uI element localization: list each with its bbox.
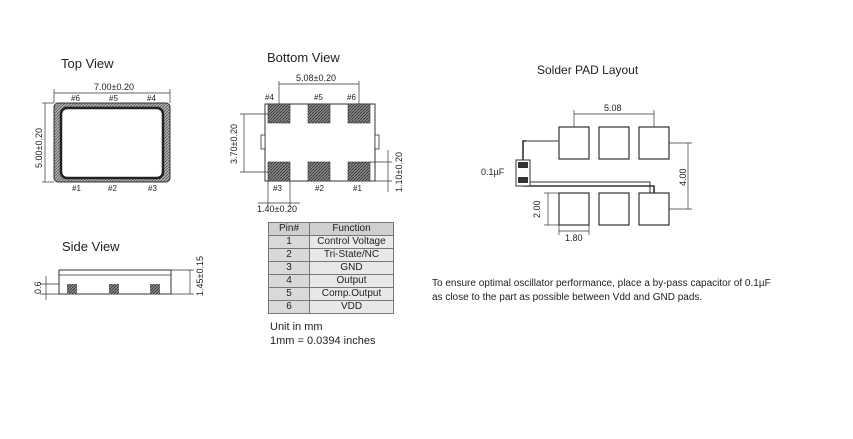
table-row: 2 Tri-State/NC (268, 248, 394, 262)
solder-pad-height-dim: 4.00 (678, 168, 688, 186)
table-header-pin: Pin# (268, 222, 310, 236)
side-view-package (40, 269, 194, 300)
bottom-view-pad-width-dim: 1.40±0.20 (257, 204, 297, 214)
top-view-pin-2: #2 (108, 184, 117, 193)
top-view-pin-6: #6 (71, 94, 80, 103)
solder-pad-title: Solder PAD Layout (537, 63, 639, 77)
side-view-height-dim: 1.45±0.15 (195, 256, 205, 296)
side-view-pad-dim: 0.6 (33, 281, 43, 294)
side-view-title: Side View (62, 239, 120, 254)
pin-number: 6 (268, 300, 310, 314)
pin-number: 2 (268, 248, 310, 262)
pin-function-table: Pin# Function 1 Control Voltage 2 Tri-St… (268, 222, 394, 314)
solder-pad-pad-dim: 1.80 (565, 233, 583, 243)
top-view-pin-4: #4 (147, 94, 156, 103)
table-row: 1 Control Voltage (268, 235, 394, 249)
table-header-function: Function (309, 222, 394, 236)
table-row: 6 VDD (268, 300, 394, 314)
top-view-title: Top View (61, 56, 114, 71)
pin-number: 5 (268, 287, 310, 301)
bottom-view-pin-1: #1 (353, 184, 362, 193)
table-header-row: Pin# Function (268, 222, 394, 236)
pin-function: Tri-State/NC (309, 248, 394, 262)
bottom-view-pin-6: #6 (347, 93, 356, 102)
pin-number: 1 (268, 235, 310, 249)
pin-function: Output (309, 274, 394, 288)
top-view-package (42, 89, 171, 183)
bottom-view-pad-height-dim: 1.10±0.20 (394, 152, 404, 192)
bottom-view-title: Bottom View (267, 50, 340, 65)
table-row: 5 Comp.Output (268, 287, 394, 301)
bottom-view-pin-5: #5 (314, 93, 323, 102)
pin-function: Comp.Output (309, 287, 394, 301)
top-view-pin-5: #5 (109, 94, 118, 103)
table-row: 3 GND (268, 261, 394, 275)
bypass-note-line-2: as close to the part as possible between… (432, 292, 703, 303)
solder-pad-layout (515, 110, 692, 235)
units-line-2: 1mm = 0.0394 inches (270, 335, 376, 347)
pin-number: 3 (268, 261, 310, 275)
bottom-view-pitch-dim: 5.08±0.20 (296, 73, 336, 83)
bottom-view-pin-4: #4 (265, 93, 274, 102)
bottom-view-pin-3: #3 (273, 184, 282, 193)
top-view-height-dim: 5.00±0.20 (34, 128, 44, 168)
pin-function: VDD (309, 300, 394, 314)
bottom-view-package (240, 81, 392, 207)
capacitor-label: 0.1µF (481, 167, 505, 177)
units-line-1: Unit in mm (270, 321, 323, 333)
pin-function: GND (309, 261, 394, 275)
solder-pad-gap-dim: 2.00 (532, 200, 542, 218)
top-view-pin-3: #3 (148, 184, 157, 193)
solder-pad-pitch-dim: 5.08 (604, 103, 622, 113)
bottom-view-height-dim: 3.70±0.20 (229, 124, 239, 164)
top-view-width-dim: 7.00±0.20 (94, 82, 134, 92)
top-view-pin-1: #1 (72, 184, 81, 193)
bottom-view-pin-2: #2 (315, 184, 324, 193)
pin-number: 4 (268, 274, 310, 288)
pin-function: Control Voltage (309, 235, 394, 249)
table-row: 4 Output (268, 274, 394, 288)
bypass-note-line-1: To ensure optimal oscillator performance… (432, 278, 771, 289)
